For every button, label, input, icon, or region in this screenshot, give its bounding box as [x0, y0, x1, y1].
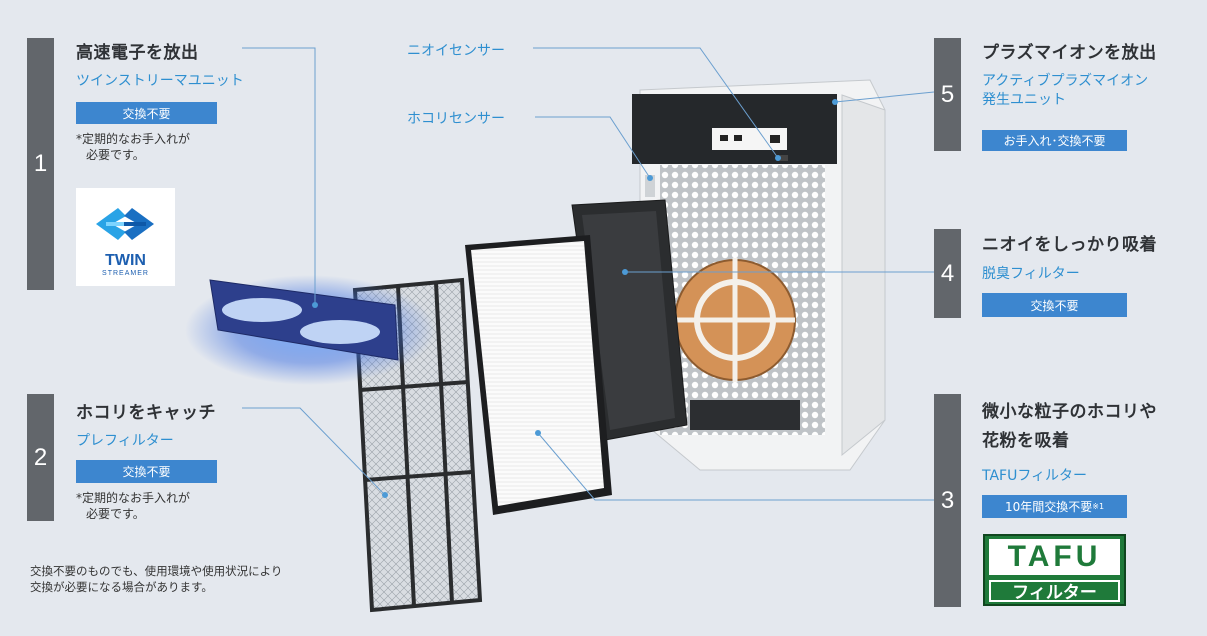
item-2-title: ホコリをキャッチ — [76, 403, 216, 423]
item-5-name-line2: 発生ユニット — [982, 92, 1066, 108]
dust-sensor-label: ホコリセンサー — [407, 111, 505, 127]
item-1-note-line1: *定期的なお手入れが — [76, 132, 191, 146]
item-2-name: プレフィルター — [76, 433, 174, 449]
item-5-badge: お手入れ･交換不要 — [982, 130, 1127, 151]
item-4-number: 4 — [934, 229, 961, 318]
twin-streamer-icon — [96, 208, 154, 240]
item-3-number: 3 — [934, 394, 961, 607]
item-3-name: TAFUフィルター — [982, 468, 1088, 484]
footnote-line1: 交換不要のものでも、使用環境や使用状況により — [30, 564, 283, 578]
streamer-unit — [185, 275, 435, 385]
item-1-badge: 交換不要 — [76, 102, 217, 124]
item-5-name-line1: アクティブプラズマイオン — [982, 73, 1149, 89]
item-4-title: ニオイをしっかり吸着 — [982, 235, 1157, 255]
purifier-unit — [632, 79, 886, 471]
item-1-title: 高速電子を放出 — [76, 43, 199, 63]
footnote-line2: 交換が必要になる場合があります。 — [30, 580, 213, 594]
item-3-badge-sup: ※1 — [1092, 502, 1105, 511]
footnote: 交換不要のものでも、使用環境や使用状況により 交換が必要になる場合があります。 — [30, 563, 282, 595]
item-4-badge: 交換不要 — [982, 293, 1127, 317]
item-1-note: *定期的なお手入れが 必要です。 — [76, 131, 190, 163]
twin-logo-word: TWIN — [105, 252, 146, 269]
item-1-name: ツインストリーマユニット — [76, 73, 244, 89]
tafu-filter — [465, 235, 612, 515]
odor-sensor-label: ニオイセンサー — [407, 43, 505, 59]
item-3-title-line1: 微小な粒子のホコリや — [982, 402, 1157, 422]
item-2-badge: 交換不要 — [76, 460, 217, 483]
item-5-title: プラズマイオンを放出 — [982, 43, 1157, 63]
item-2-note: *定期的なお手入れが 必要です。 — [76, 490, 190, 522]
item-1-note-line2: 必要です。 — [86, 148, 145, 162]
item-2-note-line2: 必要です。 — [86, 507, 145, 521]
item-3-badge-text: 10年間交換不要 — [1004, 500, 1093, 514]
item-1-number: 1 — [27, 38, 54, 290]
item-2-note-line1: *定期的なお手入れが — [76, 491, 191, 505]
tafu-logo-word: TAFU — [989, 539, 1120, 575]
leader-dots — [312, 99, 838, 498]
leader-lines — [242, 47, 935, 501]
tafu-logo-sub: フィルター — [989, 580, 1120, 603]
item-5-number: 5 — [934, 38, 961, 151]
item-3-title-line2: 花粉を吸着 — [982, 431, 1070, 451]
item-2-number: 2 — [27, 394, 54, 521]
item-3-badge: 10年間交換不要※1 — [982, 495, 1127, 518]
item-4-name: 脱臭フィルター — [982, 266, 1080, 282]
tafu-logo: TAFU フィルター — [983, 534, 1126, 606]
twin-streamer-logo: TWIN STREAMER — [76, 188, 175, 286]
streamer-logo-word: STREAMER — [102, 270, 149, 277]
